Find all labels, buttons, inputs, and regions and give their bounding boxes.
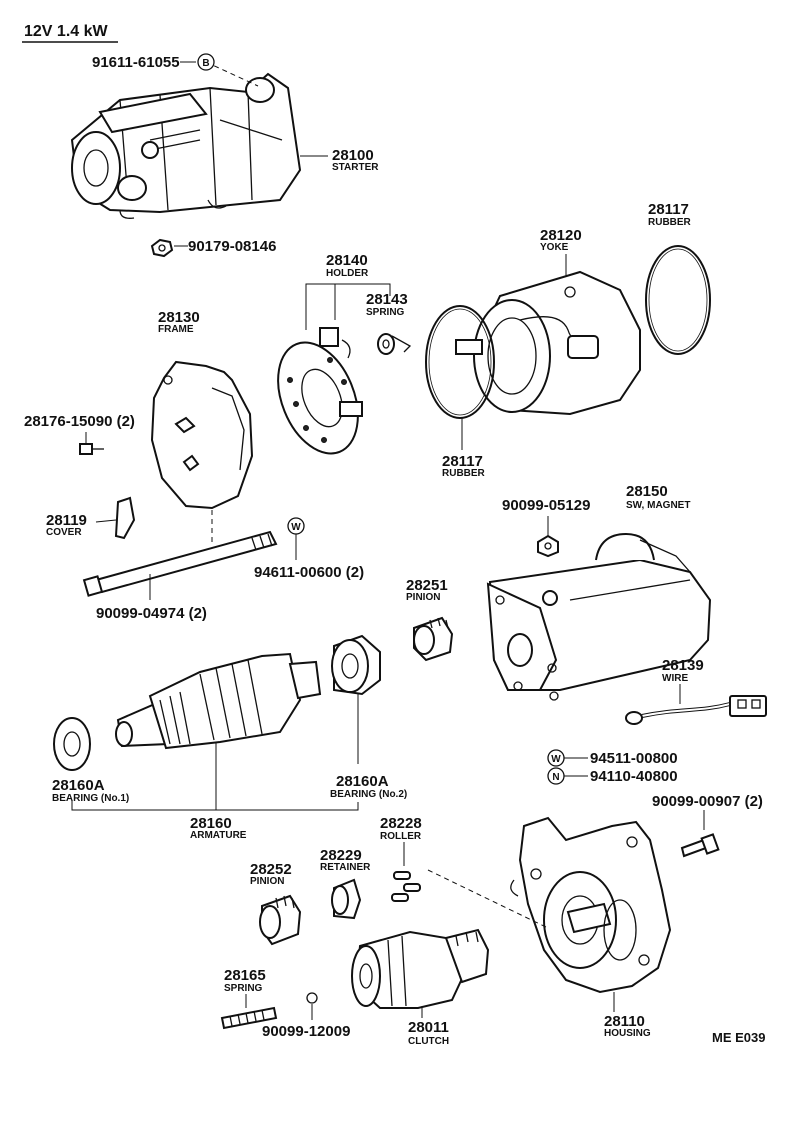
leader-roller-housing	[427, 869, 549, 929]
steel-ball-drawing	[306, 992, 318, 1004]
clutch-drawing	[351, 928, 490, 1009]
part-number-28139: 28139	[662, 657, 704, 674]
symbol-w-94511: W	[551, 754, 561, 765]
part-name-bearing-no1: BEARING (No.1)	[52, 793, 129, 804]
part-name-pinion-28251: PINION	[406, 592, 440, 603]
part-name-bearing-no2: BEARING (No.2)	[330, 789, 407, 800]
header-spec: 12V 1.4 kW	[24, 23, 109, 40]
part-name-yoke: YOKE	[540, 242, 569, 253]
screw-28176-drawing	[79, 432, 104, 455]
part-number-28229: 28229	[320, 847, 362, 864]
part-number-28117-top: 28117	[648, 201, 689, 218]
housing-drawing	[510, 816, 672, 994]
magnetic-switch-drawing	[486, 532, 712, 701]
symbol-w-94611: W	[291, 522, 301, 533]
leader-91611	[205, 61, 259, 87]
armature-drawing	[115, 652, 322, 750]
part-number-28120: 28120	[540, 227, 582, 244]
rubber-ring-bottom-drawing	[425, 305, 495, 419]
rubber-ring-top-drawing	[645, 245, 711, 355]
part-number-28228: 28228	[380, 815, 422, 832]
part-number-28160: 28160	[190, 815, 232, 832]
part-number-90099-05129: 90099-05129	[502, 497, 590, 514]
bolt-symbol-icon	[197, 53, 215, 71]
yoke-drawing	[455, 270, 641, 416]
wire-28139-drawing	[625, 695, 767, 725]
part-name-spring-28165: SPRING	[224, 983, 263, 994]
bolt-90099-00907-drawing	[680, 833, 720, 858]
cover-28119-drawing	[95, 496, 136, 540]
retainer-drawing	[331, 878, 362, 920]
leader-28140-bracket	[305, 283, 391, 330]
part-number-90179-08146: 90179-08146	[188, 238, 276, 255]
starter-assembly-drawing	[70, 72, 302, 219]
part-number-28150: 28150	[626, 483, 668, 500]
part-number-28100: 28100	[332, 147, 374, 164]
part-name-housing: HOUSING	[604, 1028, 651, 1039]
part-number-28160A-no1: 28160A	[52, 777, 105, 794]
part-number-28110: 28110	[604, 1013, 645, 1030]
part-number-28251: 28251	[406, 577, 448, 594]
part-number-94611-00600: 94611-00600 (2)	[254, 564, 364, 581]
part-name-holder: HOLDER	[326, 268, 369, 279]
part-number-28165: 28165	[224, 967, 266, 984]
part-name-cover: COVER	[46, 527, 82, 538]
frame-drawing	[150, 360, 254, 510]
part-name-pinion-28252: PINION	[250, 876, 284, 887]
part-name-spring-28143: SPRING	[366, 307, 405, 318]
pinion-28252-drawing	[259, 894, 302, 946]
part-name-rubber-bottom: RUBBER	[442, 468, 486, 479]
part-name-retainer: RETAINER	[320, 862, 371, 873]
part-name-rubber-top: RUBBER	[648, 217, 692, 228]
through-bolt-drawing	[82, 530, 278, 597]
part-number-90099-04974: 90099-04974 (2)	[96, 605, 207, 622]
part-name-wire: WIRE	[662, 673, 688, 684]
bearing-no2-drawing	[331, 634, 381, 696]
part-number-28130: 28130	[158, 309, 200, 326]
diagram-ref-code: ME E039	[712, 1030, 765, 1045]
part-name-starter: STARTER	[332, 162, 379, 173]
bearing-no1-drawing	[53, 717, 91, 771]
part-number-28117-bottom: 28117	[442, 453, 483, 470]
part-number-28143: 28143	[366, 291, 408, 308]
nut-90099-05129-drawing	[537, 534, 559, 558]
part-number-94110-40800: 94110-40800	[590, 768, 678, 785]
part-number-28140: 28140	[326, 252, 368, 269]
part-name-frame: FRAME	[158, 324, 194, 335]
part-number-90099-12009: 90099-12009	[262, 1023, 350, 1040]
part-number-28160A-no2: 28160A	[336, 773, 389, 790]
rubber-ring-bottom-inner	[428, 308, 492, 416]
nut-90179-drawing	[150, 238, 174, 258]
part-number-28252: 28252	[250, 861, 292, 878]
part-name-roller: ROLLER	[380, 831, 422, 842]
part-name-sw-magnet: SW, MAGNET	[626, 500, 690, 511]
roller-drawing	[391, 871, 421, 902]
part-number-91611-61055: 91611-61055	[92, 54, 180, 71]
coil-spring-drawing	[220, 1006, 278, 1030]
pinion-28251-drawing	[413, 616, 454, 662]
leader-bearing-bracket	[71, 800, 359, 811]
part-number-28176-15090: 28176-15090 (2)	[24, 413, 135, 430]
brush-holder-drawing	[277, 327, 363, 455]
brush-spring-drawing	[377, 333, 412, 355]
symbol-b: B	[202, 58, 209, 69]
rubber-ring-top-inner	[648, 248, 708, 352]
part-number-90099-00907: 90099-00907 (2)	[652, 793, 763, 810]
part-number-28119: 28119	[46, 512, 87, 529]
part-name-armature: ARMATURE	[190, 830, 247, 841]
part-number-94511-00800: 94511-00800	[590, 750, 678, 767]
part-number-28011: 28011	[408, 1019, 449, 1036]
symbol-n-94110: N	[552, 772, 559, 783]
part-name-clutch: CLUTCH	[408, 1036, 449, 1047]
